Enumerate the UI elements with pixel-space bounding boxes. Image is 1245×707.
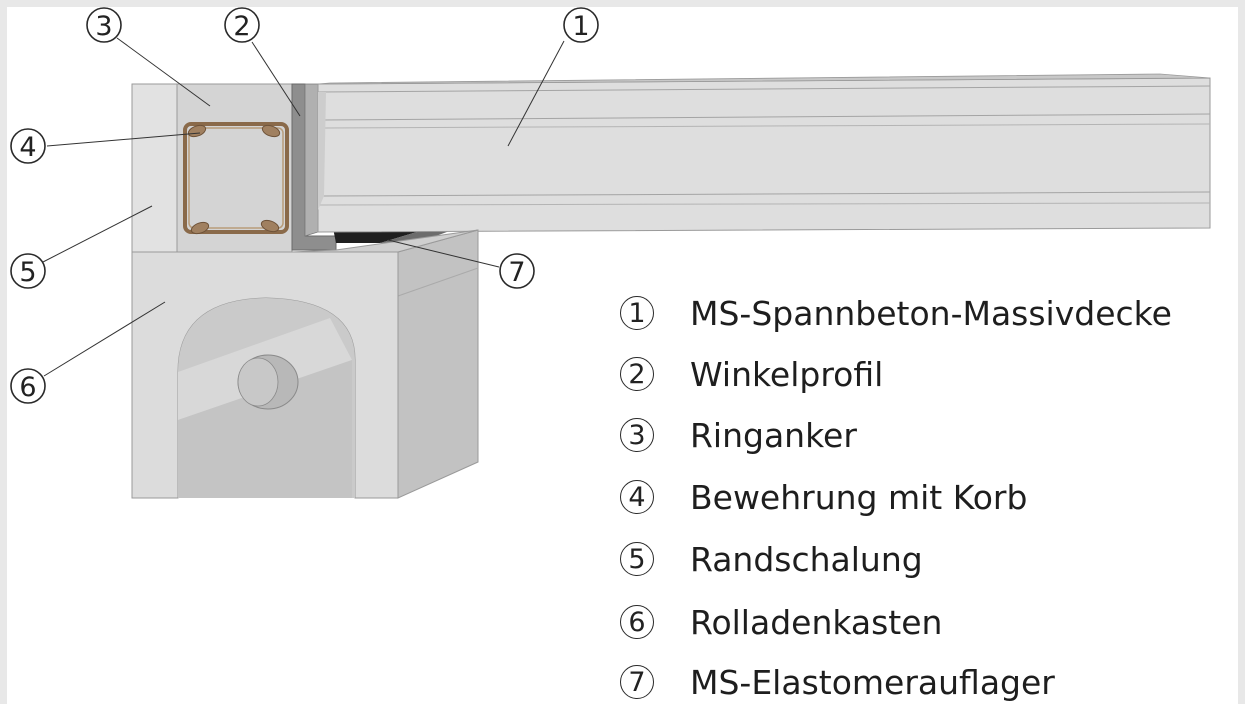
callout-3: 3 (86, 7, 122, 43)
legend-label: Randschalung (690, 539, 923, 579)
callout-1: 1 (563, 7, 599, 43)
svg-text:3: 3 (95, 11, 112, 42)
randschalung (131, 83, 179, 253)
legend-number: 5 (620, 542, 654, 576)
svg-text:5: 5 (19, 257, 36, 288)
svg-text:6: 6 (19, 372, 36, 403)
legend-item-7: 7 MS-Elastomerauflager (620, 657, 1240, 707)
legend-label: Bewehrung mit Korb (690, 477, 1028, 517)
legend-number: 4 (620, 480, 654, 514)
legend-item-4: 4 Bewehrung mit Korb (620, 472, 1240, 522)
legend: 1 MS-Spannbeton-Massivdecke 2 Winkelprof… (620, 285, 1245, 704)
callout-2: 2 (224, 7, 260, 43)
svg-text:4: 4 (19, 132, 36, 163)
callout-4: 4 (10, 128, 46, 164)
legend-label: Winkelprofil (690, 354, 884, 394)
legend-item-6: 6 Rolladenkasten (620, 597, 1240, 647)
svg-text:1: 1 (572, 11, 589, 42)
svg-text:2: 2 (233, 11, 250, 42)
legend-label: Ringanker (690, 415, 857, 455)
legend-number: 1 (620, 296, 654, 330)
callout-7: 7 (499, 253, 535, 289)
legend-item-5: 5 Randschalung (620, 534, 1240, 584)
legend-item-3: 3 Ringanker (620, 410, 1240, 460)
spannbeton-massivdecke (317, 73, 1211, 233)
legend-label: MS-Spannbeton-Massivdecke (690, 293, 1172, 333)
rolladenkasten (131, 229, 479, 499)
legend-item-2: 2 Winkelprofil (620, 349, 1240, 399)
callout-6: 6 (10, 368, 46, 404)
legend-label: Rolladenkasten (690, 602, 943, 642)
legend-number: 3 (620, 418, 654, 452)
legend-number: 6 (620, 605, 654, 639)
legend-number: 2 (620, 357, 654, 391)
legend-label: MS-Elastomerauflager (690, 662, 1055, 702)
callout-5: 5 (10, 253, 46, 289)
svg-text:7: 7 (508, 257, 525, 288)
legend-number: 7 (620, 665, 654, 699)
legend-item-1: 1 MS-Spannbeton-Massivdecke (620, 288, 1240, 338)
leader-lines (42, 37, 565, 377)
